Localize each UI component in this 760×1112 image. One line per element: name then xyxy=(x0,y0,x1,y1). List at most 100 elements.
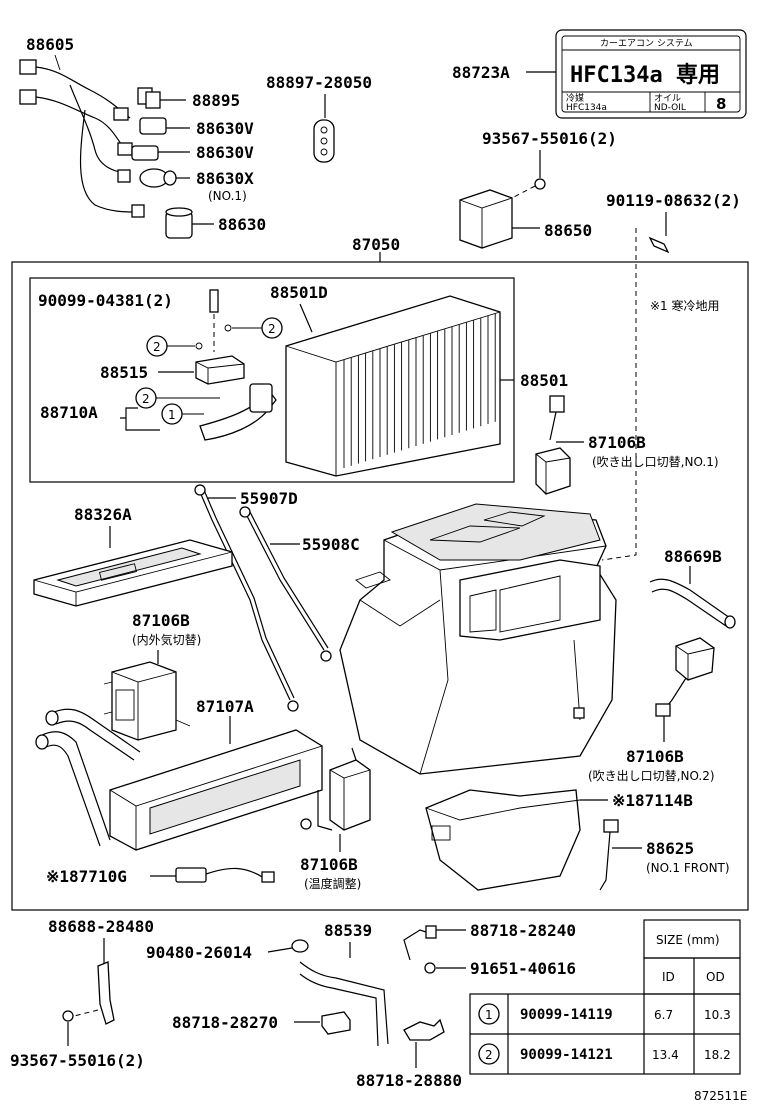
duct-87114B: ※187114B xyxy=(425,789,693,891)
decal-cell3: オイル xyxy=(654,93,681,104)
label-88625-note: (NO.1 FRONT) xyxy=(646,861,730,875)
label-88669B: 88669B xyxy=(664,547,722,566)
diagram-id: 872511E xyxy=(694,1089,747,1103)
bracket-88688: 88688-28480 93567-55016(2) xyxy=(10,917,154,1070)
label-88625: 88625 xyxy=(646,839,694,858)
size-table-col-id: ID xyxy=(662,970,675,984)
label-87106B-intake: 87106B xyxy=(132,611,190,630)
label-90480: 90480-26014 xyxy=(146,943,252,962)
label-90099-04381: 90099-04381(2) xyxy=(38,291,173,310)
label-87107A: 87107A xyxy=(196,697,254,716)
label-88718-28270: 88718-28270 xyxy=(172,1013,278,1032)
size-table-row1-od: 10.3 xyxy=(704,1008,731,1022)
label-87106B-no2-note: (吹き出し口切替,NO.2) xyxy=(588,769,715,783)
label-88515: 88515 xyxy=(100,363,148,382)
label-88326A: 88326A xyxy=(74,505,132,524)
label-90119: 90119-08632(2) xyxy=(606,191,741,210)
label-88501: 88501 xyxy=(520,371,568,390)
label-88630: 88630 xyxy=(218,215,266,234)
tube-88710A: 88710A 2 1 xyxy=(40,383,277,441)
label-88501D: 88501D xyxy=(270,283,328,302)
clip-88718-28880: 88718-28880 xyxy=(356,1018,462,1090)
label-93567-top: 93567-55016(2) xyxy=(482,129,617,148)
evaporator-88501: 88501 xyxy=(285,295,568,477)
size-table-row1-mark: 1 xyxy=(485,1008,493,1022)
label-88539: 88539 xyxy=(324,921,372,940)
clip-88718-28270: 88718-28270 xyxy=(172,1011,351,1035)
heater-case xyxy=(339,503,617,775)
screw-91651: 91651-40616 xyxy=(424,959,576,978)
sensor-88630: 88630 xyxy=(165,207,266,239)
heater-core-87107A: 87107A xyxy=(35,697,323,851)
servo-87106B-no1: 87106B (吹き出し口切替,NO.1) xyxy=(535,395,719,495)
decal-cell5: 8 xyxy=(716,95,726,113)
label-88718-28240: 88718-28240 xyxy=(470,921,576,940)
label-87106B-no1: 87106B xyxy=(588,433,646,452)
label-93567-bottom: 93567-55016(2) xyxy=(10,1051,145,1070)
label-55908C: 55908C xyxy=(302,535,360,554)
callout-2-b: 2 xyxy=(224,317,283,339)
decal-cell4: ND-OIL xyxy=(654,103,686,113)
size-table-row1-part: 90099-14119 xyxy=(520,1007,613,1023)
svg-text:2: 2 xyxy=(153,340,161,354)
label-88605: 88605 xyxy=(26,35,74,54)
note-cold-region: ※1 寒冷地用 xyxy=(650,298,720,313)
size-table: SIZE (mm) ID OD 1 90099-14119 6.7 10.3 2… xyxy=(469,919,741,1075)
label-88630V-a: 88630V xyxy=(196,119,254,138)
label-55907D: 55907D xyxy=(240,489,298,508)
size-table-row2-od: 18.2 xyxy=(704,1048,731,1062)
label-87106B-no1-note: (吹き出し口切替,NO.1) xyxy=(592,455,719,469)
label-87106B-temp-note: (温度調整) xyxy=(304,876,361,891)
svg-text:2: 2 xyxy=(142,392,150,406)
rod-55907D: 55907D xyxy=(194,484,299,712)
label-88650: 88650 xyxy=(544,221,592,240)
label-91651: 91651-40616 xyxy=(470,959,576,978)
callout-2-a: 2 xyxy=(146,335,203,357)
size-table-row1-id: 6.7 xyxy=(654,1008,673,1022)
connector-88630V-a: 88630V xyxy=(139,117,254,138)
label-88630X-note: (NO.1) xyxy=(208,189,247,203)
servo-87106B-temp: 87106B (温度調整) xyxy=(300,747,371,891)
hose-88669B: 88669B xyxy=(649,547,736,629)
amplifier-88650: 88650 xyxy=(459,189,592,249)
decal-cell1: 冷媒 xyxy=(566,92,584,104)
expansion-valve-88515: 88515 xyxy=(100,355,245,385)
bolt-90119: 90119-08632(2) ※1 寒冷地用 xyxy=(601,191,741,561)
svg-text:2: 2 xyxy=(268,322,276,336)
drain-hose-88539: 88539 xyxy=(299,921,389,1047)
rod-55908C: 55908C xyxy=(239,506,360,662)
part-87710G: ※187710G xyxy=(46,867,275,886)
label-87106B-temp: 87106B xyxy=(300,855,358,874)
label-88723A: 88723A xyxy=(452,63,510,82)
size-table-col-od: OD xyxy=(706,970,725,984)
decal-88723A: 88723A カーエアコン システム HFC134a 専用 冷媒 HFC134a… xyxy=(452,29,747,119)
size-table-row2-id: 13.4 xyxy=(652,1048,679,1062)
decal-main: HFC134a 専用 xyxy=(570,63,720,88)
label-87050: 87050 xyxy=(352,235,400,254)
part-93567-top: 93567-55016(2) xyxy=(482,129,617,199)
svg-text:1: 1 xyxy=(168,408,176,422)
label-87106B-intake-note: (内外気切替) xyxy=(132,632,201,647)
decal-cell2: HFC134a xyxy=(566,103,607,113)
sensor-88625: 88625 (NO.1 FRONT) xyxy=(599,819,730,891)
label-88718-28880: 88718-28880 xyxy=(356,1071,462,1090)
label-87114B: ※187114B xyxy=(612,791,693,810)
bolt-90099-04381 xyxy=(209,289,219,352)
panel-88326A: 88326A xyxy=(33,505,233,607)
decal-header: カーエアコン システム xyxy=(600,38,693,49)
label-88897: 88897-28050 xyxy=(266,73,372,92)
connector-88895: 88895 xyxy=(137,87,240,110)
label-88630V-b: 88630V xyxy=(196,143,254,162)
label-87106B-no2: 87106B xyxy=(626,747,684,766)
label-88688: 88688-28480 xyxy=(48,917,154,936)
label-88895: 88895 xyxy=(192,91,240,110)
grommet-90480: 90480-26014 xyxy=(146,939,309,962)
part-88897: 88897-28050 xyxy=(266,73,372,163)
servo-87106B-no2: 87106B (吹き出し口切替,NO.2) xyxy=(588,637,715,783)
clip-88718-28240: 88718-28240 xyxy=(403,921,576,961)
size-table-row2-mark: 2 xyxy=(485,1048,493,1062)
size-table-row2-part: 90099-14121 xyxy=(520,1047,613,1063)
label-88710A: 88710A xyxy=(40,403,98,422)
